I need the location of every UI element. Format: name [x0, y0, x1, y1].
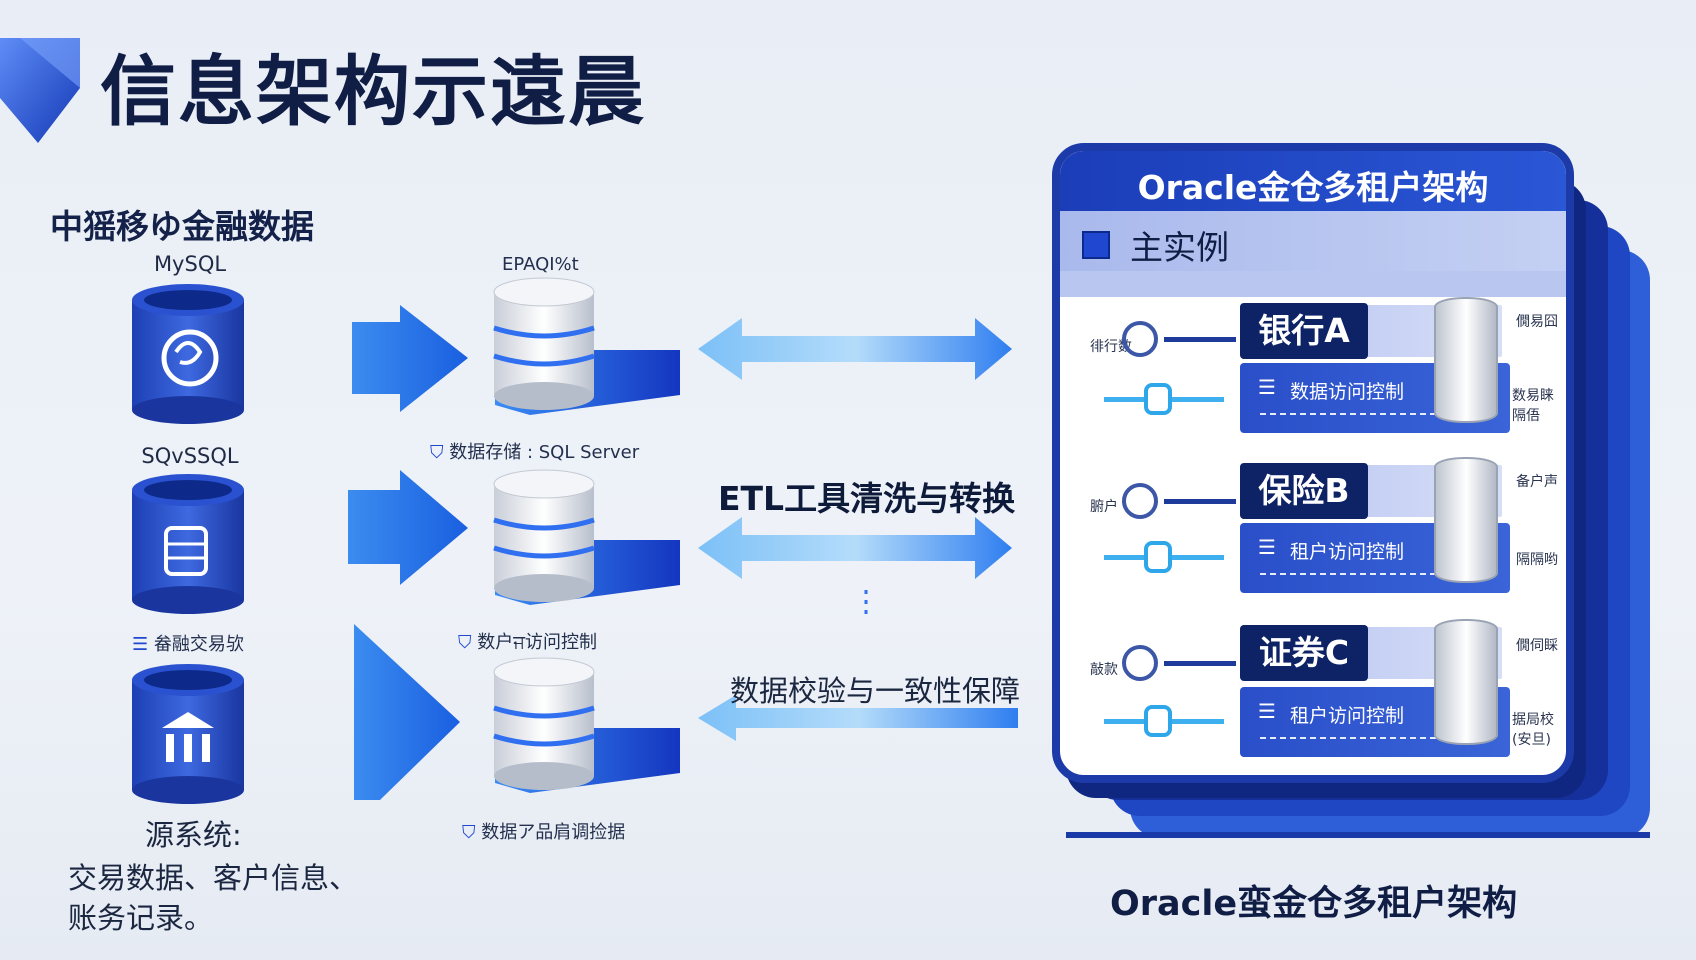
tenant-a-db-icon [1144, 383, 1172, 415]
stack-icon: ☰ [1258, 535, 1276, 559]
tenant-c-right-bottom: 据局校 (安旦) [1512, 712, 1554, 748]
tenant-b-access-label: 租户访问控制 [1290, 541, 1405, 563]
etl-title: ETL工具清洗与转换 [718, 479, 1016, 518]
tenant-b-dash [1260, 573, 1486, 575]
tenant-a-right-bottom: 数易睐 隔俉 [1512, 388, 1554, 424]
tenant-c-left-label: 敲款 [1090, 662, 1118, 678]
oracle-panel: Oracle金仓多租户架构 主实例 徘行数 银行A ☰ 数据访问控制 僩易囧 数… [1052, 143, 1574, 783]
tenant-b-db-stack-icon [1434, 457, 1498, 583]
tenant-a-access-label: 数据访问控制 [1290, 381, 1405, 403]
tenant-a-db-stack-icon [1434, 297, 1498, 423]
tenant-a-right-top: 僩易囧 [1516, 314, 1558, 330]
storage-caption-1-text: 数据存储 : SQL Server [449, 442, 640, 463]
tenant-a-connector [1164, 337, 1236, 342]
tenant-b-db-icon [1144, 541, 1172, 573]
tenant-a-link-icon [1122, 321, 1158, 357]
tenant-a-left-label: 徘行数 [1090, 339, 1132, 355]
storage-caption-2: ⛉ 数户ਜ访问控制 [458, 628, 597, 654]
bidirectional-arrow-1 [698, 318, 1012, 380]
panel-header: Oracle金仓多租户架构 [1060, 151, 1566, 211]
shield-icon: ⛉ [458, 632, 472, 653]
source-label-mysql: MySQL [153, 252, 227, 276]
storage-stack-1 [493, 277, 680, 415]
tenant-b-link-icon [1122, 483, 1158, 519]
instance-bar: 主实例 [1060, 211, 1566, 271]
stack-icon: ☰ [1258, 699, 1276, 723]
shield-icon: ⛉ [462, 822, 476, 843]
bidirectional-arrow-2 [698, 517, 1012, 579]
sqlserver-database-icon [132, 474, 244, 614]
storage-caption-2-text: 数户ਜ访问控制 [477, 632, 597, 653]
tenant-c-right-top: 僩伺睬 [1516, 638, 1558, 654]
tenant-b-connector [1164, 499, 1236, 504]
stack-icon: ☰ [132, 634, 149, 655]
section-title: 中猺移ゆ金融数据 [50, 207, 314, 246]
flow-arrow-3 [354, 624, 460, 800]
storage-stack-3 [493, 657, 680, 793]
tenant-b-right-top: 备户声 [1516, 474, 1558, 490]
footer-title: Oracle蛮金仓多租户架构 [1110, 884, 1518, 924]
tenant-c-db-icon [1144, 705, 1172, 737]
tenant-c-db-stack-icon [1434, 619, 1498, 745]
panel-title: Oracle金仓多租户架构 [1137, 168, 1489, 207]
tenant-a-dash [1260, 413, 1486, 415]
tenant-a-name: 银行A [1240, 303, 1368, 359]
storage-caption-3: ⛉ 数据ア品肩调捡据 [462, 818, 625, 844]
instance-label: 主实例 [1130, 228, 1229, 267]
tenant-c-access-label: 租户访问控制 [1290, 705, 1405, 727]
storage-caption-1: ⛉ 数据存储 : SQL Server [430, 438, 639, 464]
brand-logo-icon [0, 38, 80, 143]
mysql-database-icon [132, 284, 244, 424]
stack-icon: ☰ [1258, 375, 1276, 399]
flow-arrow-2 [348, 470, 468, 585]
source-label-finance: ☰ 畚融交易欤 [132, 630, 244, 656]
tenant-c-dash [1260, 737, 1486, 739]
panel-base-line [1066, 832, 1650, 838]
tenant-b-left-label: 腑户 [1090, 499, 1118, 515]
flow-arrow-1 [352, 305, 468, 412]
source-label-sqlserver: SQvSSQL [141, 444, 239, 468]
source-description: 交易数据、客户信息、账务记录。 [68, 861, 359, 935]
source-title: 源系统: [145, 818, 242, 852]
bank-database-icon [132, 664, 244, 804]
storage-top-label: EPAQI%t [502, 254, 579, 275]
tenant-b-name: 保险B [1240, 463, 1368, 519]
tenant-c-name: 证券C [1240, 625, 1368, 681]
tenant-c-link-icon [1122, 645, 1158, 681]
instance-square-icon [1082, 231, 1110, 259]
source-label-finance-text: 畚融交易欤 [153, 634, 244, 655]
tenant-b-right-bottom: 隔隔哟 [1516, 552, 1558, 568]
storage-stack-2 [493, 469, 680, 605]
shield-icon: ⛉ [430, 442, 444, 463]
validation-text: 数据校验与一致性保障 [730, 674, 1021, 708]
tenant-c-connector [1164, 661, 1236, 666]
instance-subbar [1060, 271, 1566, 297]
storage-caption-3-text: 数据ア品肩调捡据 [481, 822, 626, 843]
page-title: 信息架构示遠晨 [100, 47, 646, 136]
